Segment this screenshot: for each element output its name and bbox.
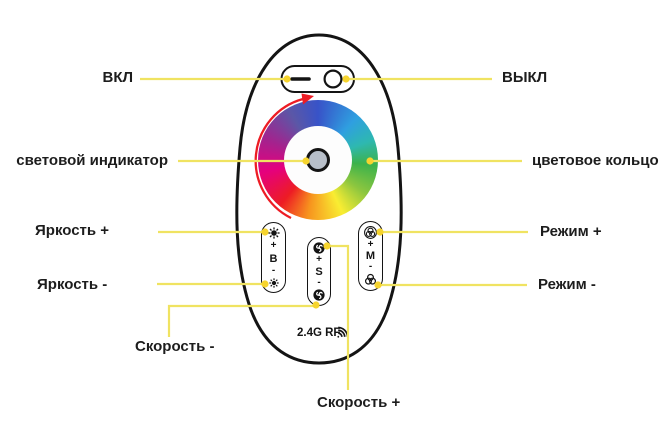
label-light-indicator: световой индикатор [16, 152, 168, 169]
color-modes-icon [364, 273, 377, 285]
label-brightness-minus: Яркость - [37, 276, 108, 293]
brightness-letter: B [269, 252, 278, 265]
label-speed-plus: Скорость + [317, 394, 401, 411]
rf-label: 2.4G RF [297, 327, 341, 339]
speed-plus-symbol: + [316, 254, 322, 266]
speed-minus-symbol: - [317, 276, 321, 288]
brightness-minus-symbol: - [271, 264, 276, 276]
label-mode-plus: Режим + [540, 223, 602, 240]
callout-line-speed-minus [167, 304, 316, 337]
mode-plus-symbol: + [367, 239, 374, 250]
fan-speed-icon [313, 242, 325, 254]
label-mode-minus: Режим - [538, 276, 596, 293]
light-indicator [306, 148, 330, 172]
mode-button[interactable]: + M - [358, 221, 383, 291]
brightness-plus-symbol: + [270, 240, 277, 252]
label-power-off: ВЫКЛ [502, 69, 548, 86]
callout-dot [283, 75, 291, 83]
speed-letter: S [315, 265, 323, 278]
label-speed-minus: Скорость - [135, 338, 215, 355]
color-ring[interactable] [258, 100, 378, 220]
label-power-on: ВКЛ [102, 69, 133, 86]
callout-dot [342, 75, 350, 83]
mode-letter: M [365, 250, 376, 262]
brightness-button[interactable]: + B - [261, 222, 286, 293]
speed-button[interactable]: + S - [307, 237, 331, 306]
fan-speed-icon [313, 289, 325, 301]
label-brightness-plus: Яркость + [35, 222, 110, 239]
color-modes-circled-icon [364, 226, 377, 239]
sun-dim-icon [268, 278, 279, 288]
power-button-group[interactable] [280, 65, 355, 93]
mode-minus-symbol: - [368, 261, 373, 272]
power-off-circle-icon[interactable] [323, 69, 343, 89]
label-color-ring: цветовое кольцо [532, 152, 659, 169]
sun-bright-icon [267, 227, 280, 239]
